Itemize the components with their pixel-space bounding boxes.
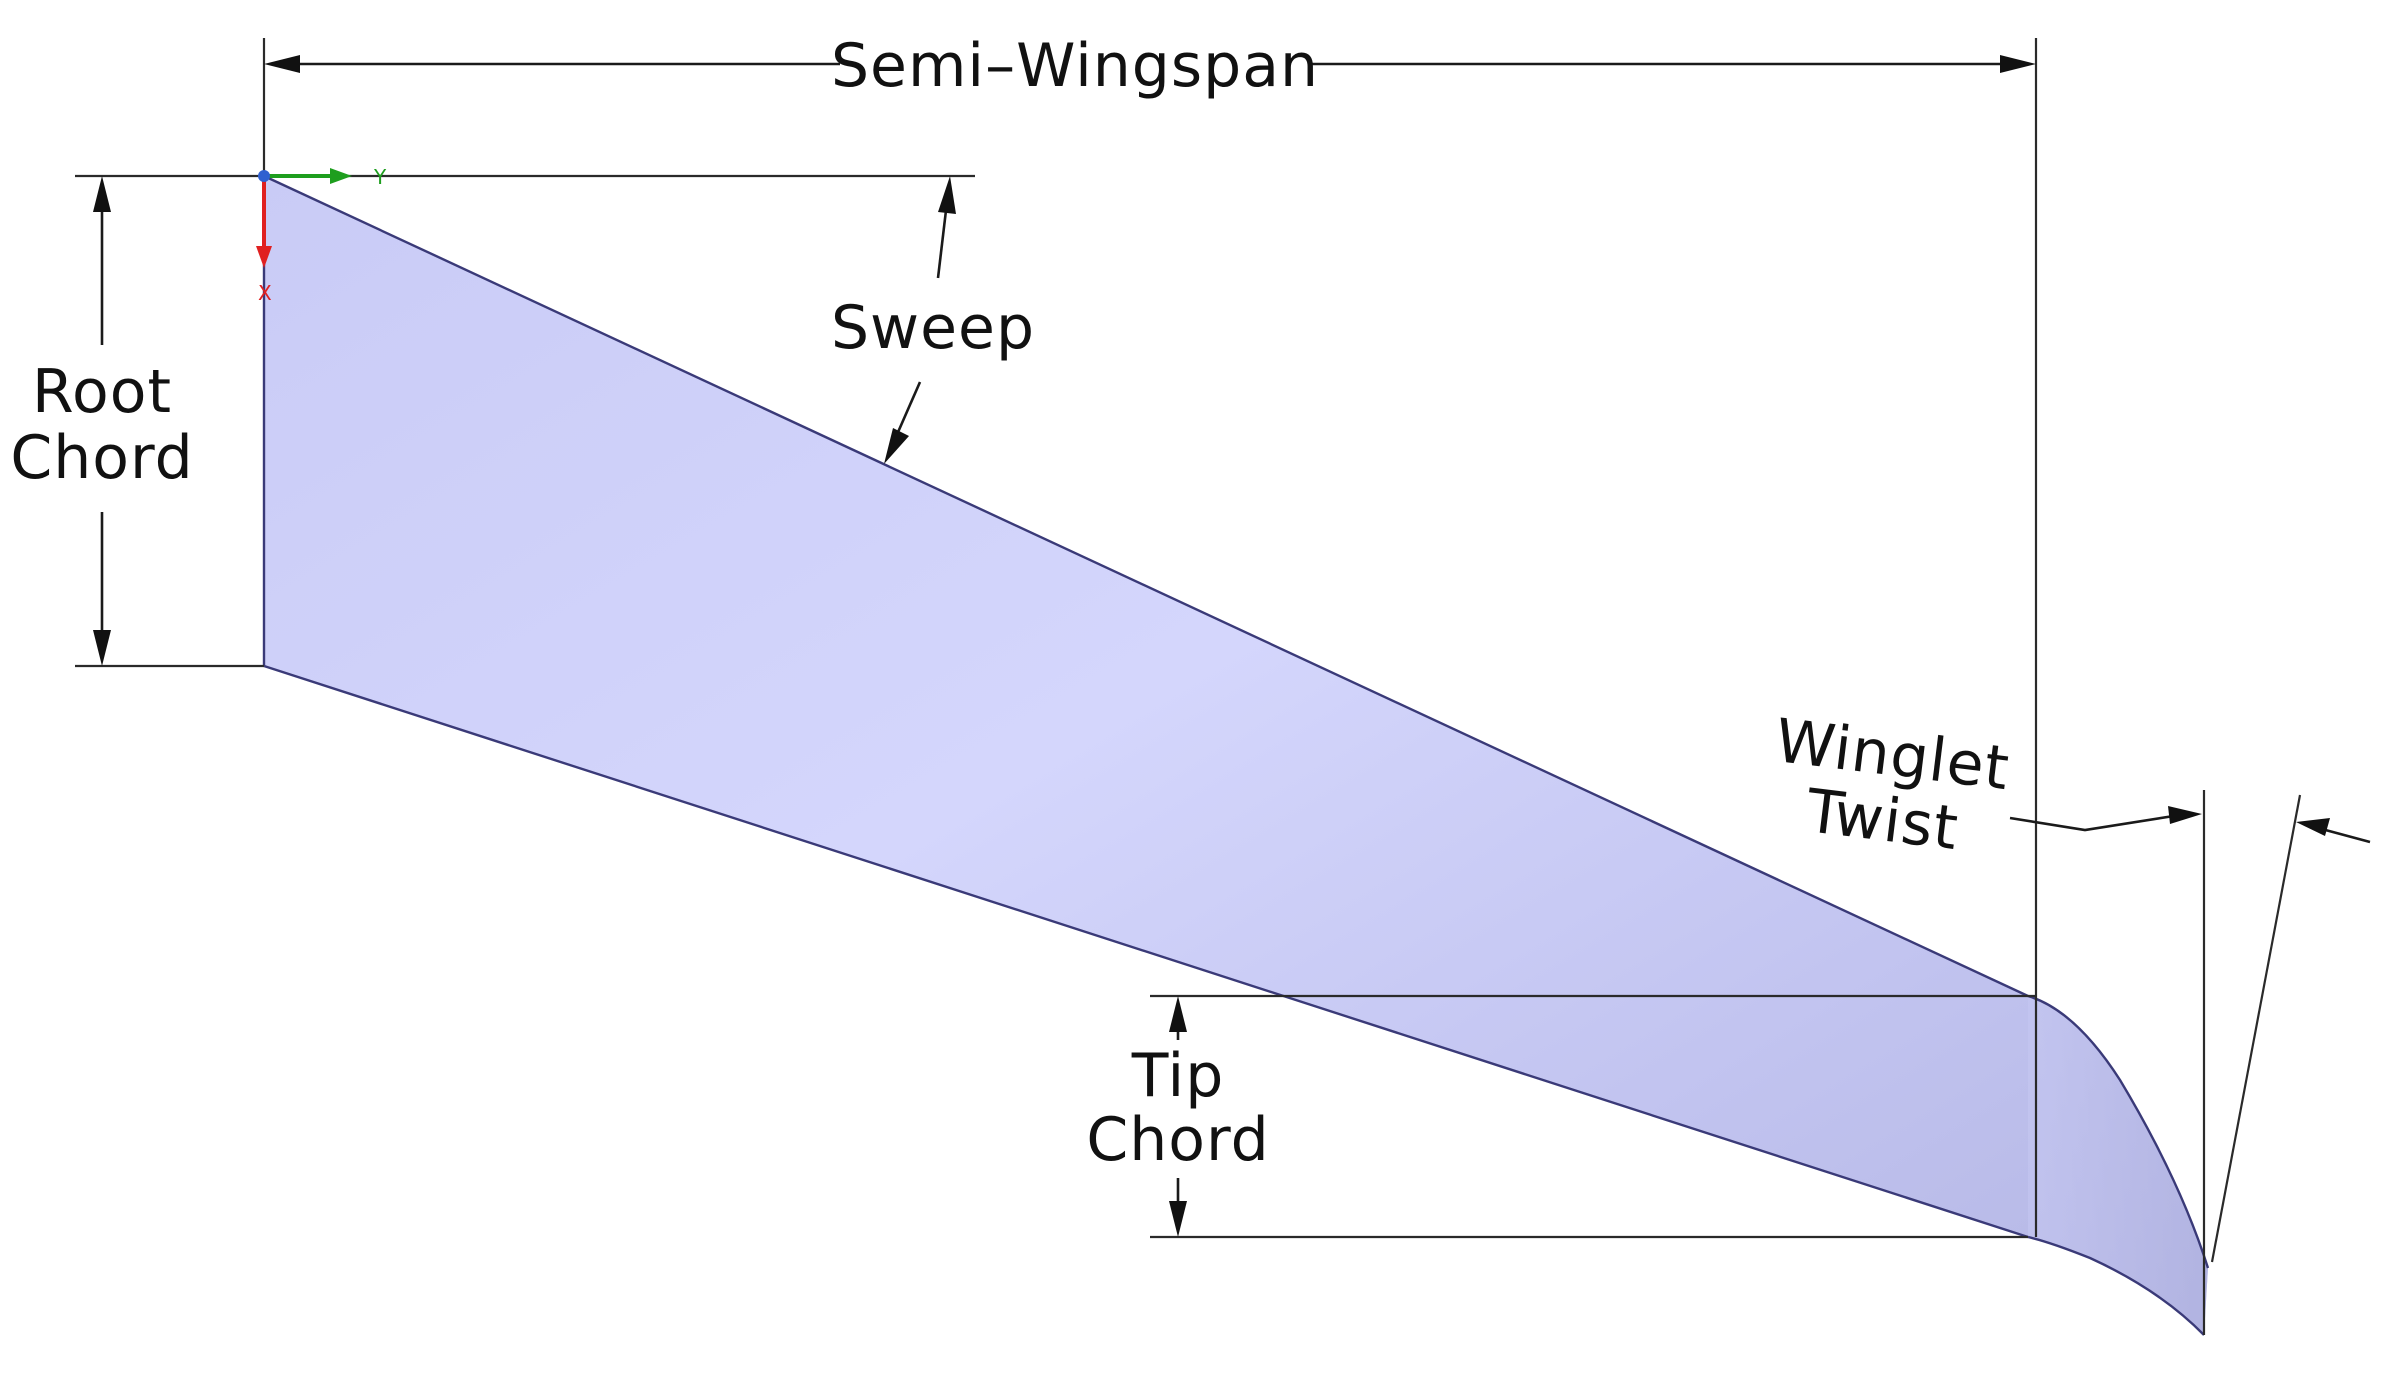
tip-chord-label-line1: Tip (1131, 1041, 1225, 1111)
tip-chord-label-line2: Chord (1086, 1105, 1269, 1175)
tip-chord-arrow-bottom (1169, 1201, 1187, 1237)
x-axis-label: X (258, 281, 272, 305)
sweep-label: Sweep (831, 293, 1035, 363)
winglet-surface (2028, 996, 2208, 1335)
root-chord-label-line1: Root (32, 357, 172, 427)
winglet-twist-extension-right (2210, 794, 2302, 1263)
tip-chord-arrow-top (1169, 996, 1187, 1032)
winglet-twist-leader-left (2009, 813, 2181, 832)
winglet-twist-arrow-left (2168, 806, 2202, 824)
sweep-arrow-lower (884, 428, 909, 464)
semi-wingspan-arrow-right (2000, 55, 2036, 73)
y-axis-arrow-icon (330, 168, 352, 184)
origin-point-icon (258, 170, 270, 182)
y-axis-label: Y (373, 165, 387, 189)
semi-wingspan-label: Semi–Wingspan (831, 31, 1319, 101)
root-chord-arrow-top (93, 176, 111, 212)
wing-trailing-edge (263, 664, 2029, 1239)
winglet-leading-edge (2027, 994, 2210, 1269)
sweep-arrow-upper (938, 176, 956, 214)
semi-wingspan-arrow-left (264, 55, 300, 73)
wing-surface (264, 176, 2208, 1335)
root-chord-label-line2: Chord (10, 423, 193, 493)
wing-leading-edge (263, 174, 2029, 998)
winglet-twist-leader-right (2317, 826, 2371, 844)
root-chord-arrow-bottom (93, 630, 111, 666)
winglet-twist-arrow-right (2296, 818, 2330, 836)
x-axis-arrow-icon (256, 246, 272, 268)
winglet-trailing-edge (2027, 1235, 2205, 1336)
